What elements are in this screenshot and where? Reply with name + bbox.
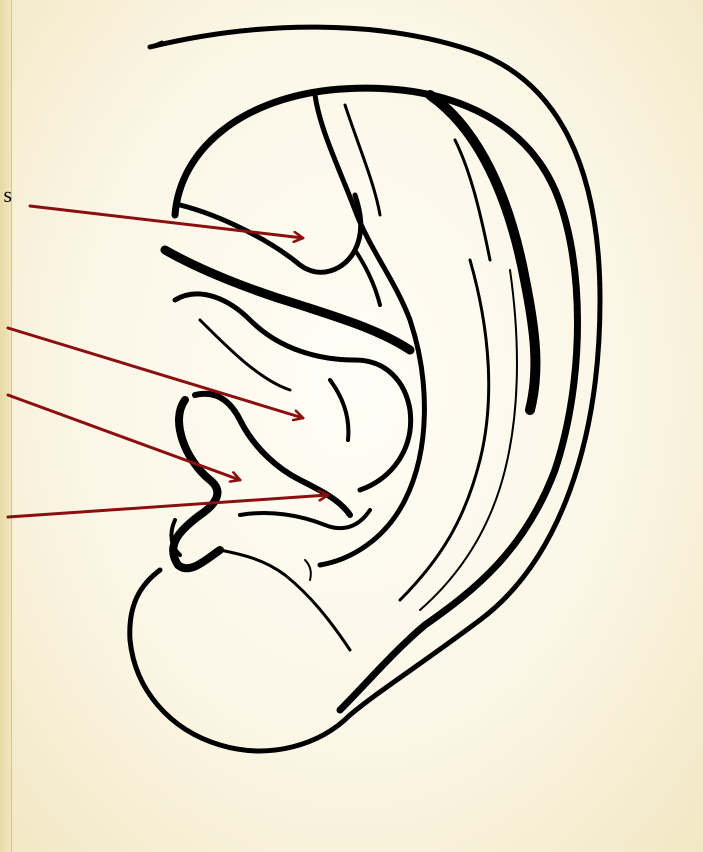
arrow-1 [30,206,303,238]
antihelix-right-line [400,260,489,600]
inferior-crus [165,250,410,350]
helix-inner-outline [175,88,578,710]
intertragic-notch [173,400,220,568]
arrow-3 [8,395,240,480]
